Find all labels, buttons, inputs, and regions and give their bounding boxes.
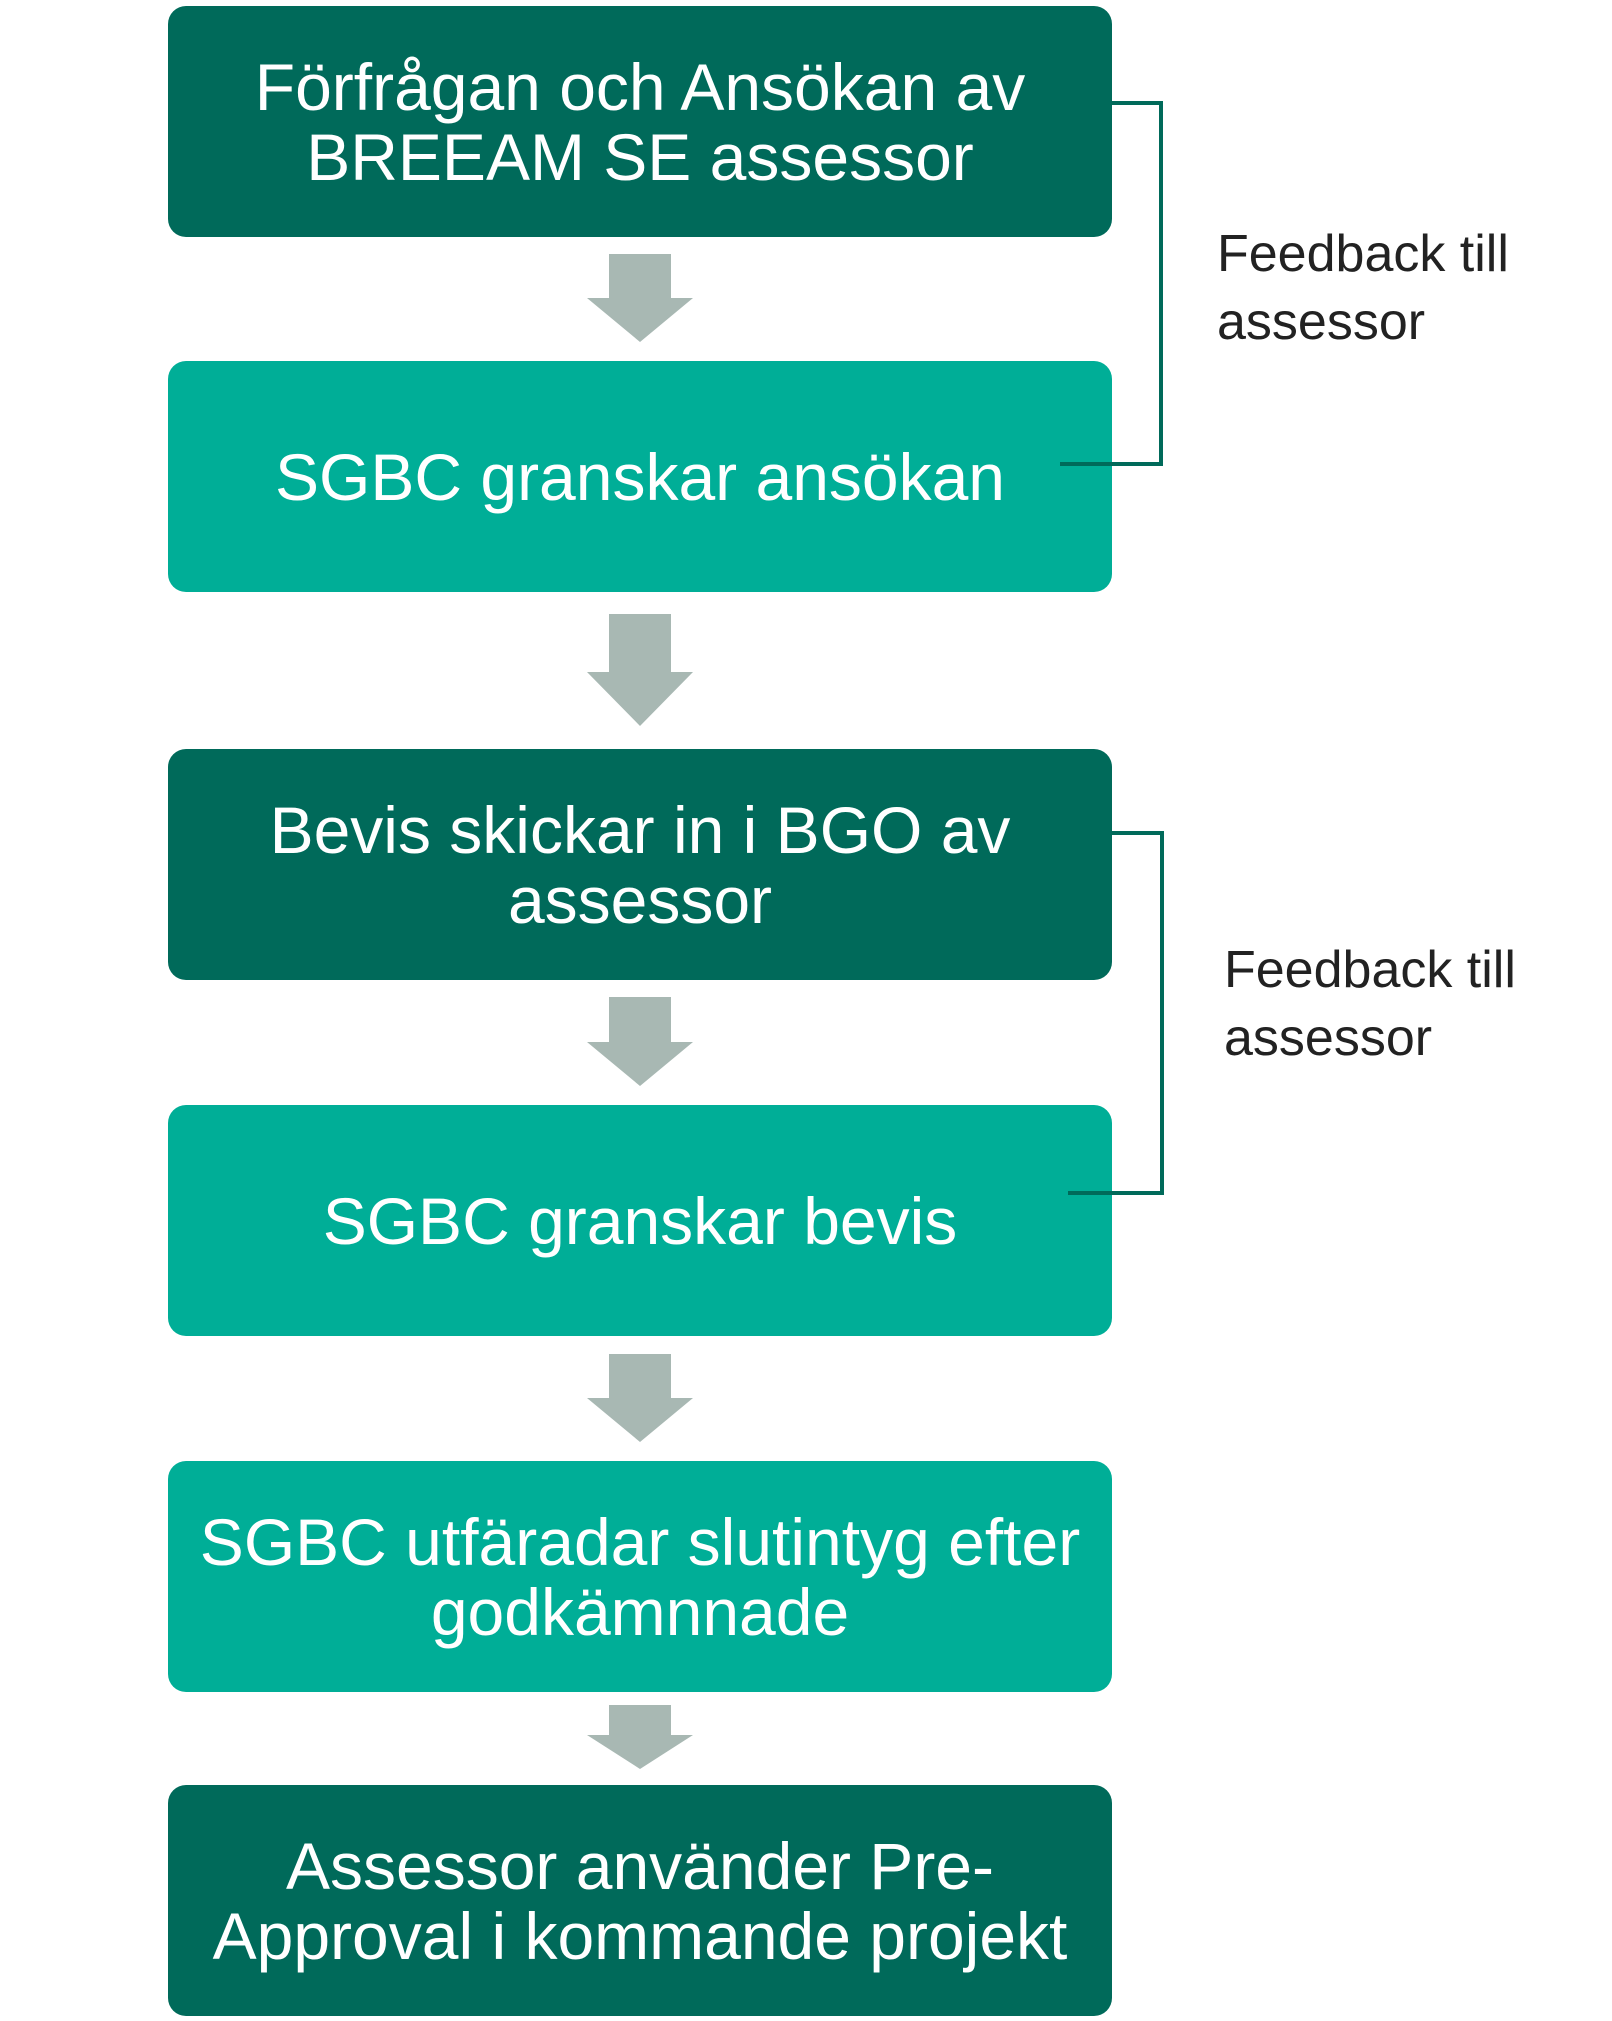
step-2-review-application: SGBC granskar ansökan [168, 361, 1112, 592]
step-4-review-evidence: SGBC granskar bevis [168, 1105, 1112, 1336]
step-1-request-application: Förfrågan och Ansökan av BREEAM SE asses… [168, 6, 1112, 237]
feedback-line: Feedback till [1224, 941, 1516, 999]
step-label: Bevis skickar in i BGO av assessor [269, 792, 1011, 937]
feedback-bracket-2 [1068, 831, 1164, 1195]
step-label: Förfrågan och Ansökan av BREEAM SE asses… [254, 49, 1026, 194]
arrow-down-icon [587, 997, 693, 1086]
step-label: Assessor använder Pre-Approval i kommand… [212, 1828, 1068, 1973]
step-label: SGBC utfäradar slutintyg efter godkämnna… [199, 1504, 1081, 1649]
feedback-bracket-1 [1060, 101, 1163, 466]
feedback-line: Feedback till [1217, 225, 1509, 283]
arrow-down-icon [587, 614, 693, 726]
feedback-line: assessor [1224, 1009, 1433, 1067]
arrow-down-icon [587, 1354, 693, 1442]
feedback-label-2: Feedback till assessor [1224, 936, 1516, 1072]
step-label: SGBC granskar ansökan [274, 439, 1006, 514]
arrow-down-icon [587, 254, 693, 342]
feedback-label-1: Feedback till assessor [1217, 220, 1509, 356]
step-5-issue-certificate: SGBC utfäradar slutintyg efter godkämnna… [168, 1461, 1112, 1692]
step-6-use-pre-approval: Assessor använder Pre-Approval i kommand… [168, 1785, 1112, 2016]
feedback-line: assessor [1217, 293, 1426, 351]
arrow-down-icon [587, 1705, 693, 1769]
step-3-submit-evidence: Bevis skickar in i BGO av assessor [168, 749, 1112, 980]
step-label: SGBC granskar bevis [322, 1183, 958, 1258]
